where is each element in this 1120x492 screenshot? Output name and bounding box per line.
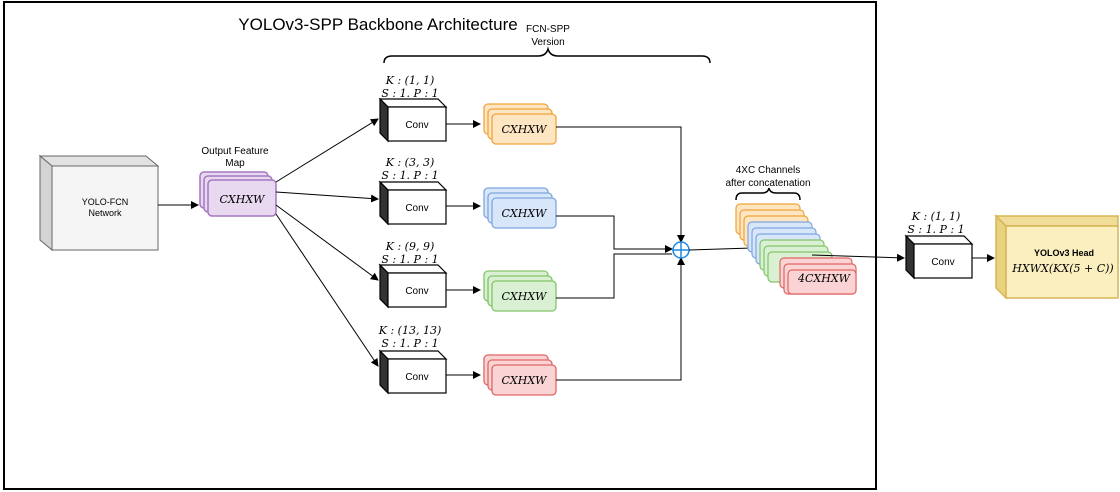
final-conv-label: Conv <box>931 257 954 268</box>
branch-3-output-stack <box>483 270 557 312</box>
branch-2-to-concat <box>556 215 673 253</box>
branch-2-output-stack <box>483 187 557 229</box>
branch-4-output-text: CXHXW <box>502 374 549 387</box>
network-label-line1: YOLO-FCN <box>82 197 129 207</box>
fcn-spp-label-line1: FCN-SPP <box>526 24 570 35</box>
branch-3-stride: S : 1. P : 1 <box>381 253 438 266</box>
branch-4-to-concat <box>556 257 685 381</box>
branch-4-stride: S : 1. P : 1 <box>381 337 438 350</box>
branch-1-stride: S : 1. P : 1 <box>381 87 438 100</box>
branch-2-conv-label: Conv <box>405 203 428 214</box>
branch-2-kernel: K : (3, 3) <box>385 156 435 169</box>
feature-map-text: CXHXW <box>220 193 267 206</box>
branch-2-stride: S : 1. P : 1 <box>381 169 438 182</box>
arrow-to-conv-1 <box>275 118 379 183</box>
branch-3-conv-label: Conv <box>405 286 428 297</box>
output-feature-label-line1: Output Feature <box>201 146 269 157</box>
head-title: YOLOv3 Head <box>1034 248 1094 258</box>
head-formula: HXWX(KX(5 + C)) <box>1011 262 1113 275</box>
arrow-to-conv-3 <box>275 204 379 281</box>
branch-2-conv-box <box>378 180 448 226</box>
branch-3-conv-box <box>378 263 448 309</box>
arrow-to-conv-2 <box>275 191 379 203</box>
concat-label-line1: 4XC Channels <box>736 165 800 176</box>
branch-4-conv-label: Conv <box>405 372 428 383</box>
branch-1-output-stack <box>483 103 557 145</box>
concat-brace <box>735 187 801 201</box>
branch-1-kernel: K : (1, 1) <box>385 74 435 87</box>
diagram-title: YOLOv3-SPP Backbone Architecture <box>238 15 517 34</box>
output-feature-map <box>199 171 277 217</box>
branch-1-conv-box <box>378 97 448 143</box>
fcn-spp-brace <box>383 46 711 64</box>
branch-2-output-text: CXHXW <box>502 207 549 220</box>
concat-label-line2: after concatenation <box>725 178 810 189</box>
backbone-frame <box>3 1 877 490</box>
final-conv-stride: S : 1. P : 1 <box>907 223 964 236</box>
branch-4-conv-box <box>378 349 448 395</box>
output-feature-label-line2: Map <box>225 158 245 169</box>
arrow-concat-to-stack <box>688 247 753 251</box>
network-label-line2: Network <box>88 208 122 218</box>
branch-3-output-text: CXHXW <box>502 290 549 303</box>
final-conv-kernel: K : (1, 1) <box>911 210 961 223</box>
fcn-spp-label-line2: Version <box>531 37 564 48</box>
concat-output-text: 4CXHXW <box>797 272 852 285</box>
branch-1-output-text: CXHXW <box>502 123 549 136</box>
branch-3-kernel: K : (9, 9) <box>385 240 435 253</box>
branch-3-to-concat <box>556 253 672 299</box>
branch-4-kernel: K : (13, 13) <box>378 324 442 337</box>
final-conv-box <box>904 234 974 280</box>
arrow-stack-to-final-conv <box>811 253 905 262</box>
branch-1-to-concat <box>556 126 685 243</box>
concat-plus-icon <box>672 241 690 259</box>
concat-output-stack <box>735 203 857 295</box>
arrow-to-conv-4 <box>275 213 379 367</box>
branch-1-conv-label: Conv <box>405 120 428 131</box>
branch-4-output-stack <box>483 354 557 396</box>
yolov3-head-box <box>994 214 1119 300</box>
yolo-fcn-network-box <box>38 154 160 252</box>
